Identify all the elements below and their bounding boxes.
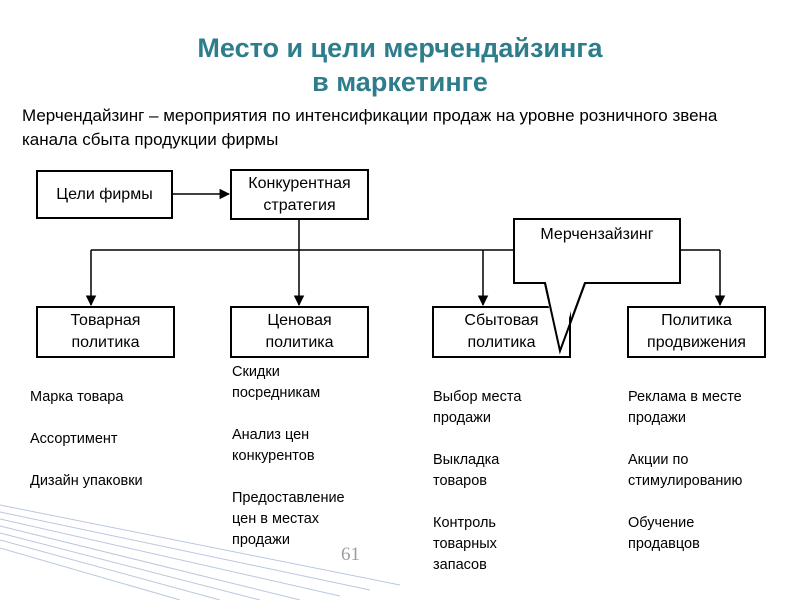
product-policy-label: Товарная политика xyxy=(70,312,141,351)
decorative-lines xyxy=(0,504,401,600)
price-policy-list: Скидки посредникам Анализ цен конкуренто… xyxy=(232,362,382,551)
page-number: 61 xyxy=(341,544,360,565)
sales-policy-label: Сбытовая политика xyxy=(464,312,539,351)
list-item: Обучение продавцов xyxy=(628,515,700,552)
price-policy-box: Ценовая политика xyxy=(230,306,369,358)
promotion-policy-list: Реклама в месте продажи Акции по стимули… xyxy=(628,387,778,555)
title-line-1: Место и цели мерчендайзинга xyxy=(197,33,603,63)
promotion-policy-label: Политика продвижения xyxy=(647,312,746,351)
definition-text: Мерчендайзинг – мероприятия по интенсифи… xyxy=(22,106,718,149)
promotion-policy-box: Политика продвижения xyxy=(627,306,766,358)
list-item: Контроль товарных запасов xyxy=(433,515,497,573)
sales-policy-list: Выбор места продажи Выкладка товаров Кон… xyxy=(433,387,553,576)
goals-box: Цели фирмы xyxy=(36,170,173,219)
list-item: Марка товара xyxy=(30,389,124,405)
list-item: Выкладка товаров xyxy=(433,452,500,489)
title-line-2: в маркетинге xyxy=(312,67,488,97)
list-item: Выбор места продажи xyxy=(433,389,522,426)
list-item: Реклама в месте продажи xyxy=(628,389,742,426)
strategy-box: Конкурентная стратегия xyxy=(230,169,369,220)
goals-label: Цели фирмы xyxy=(56,185,153,203)
list-item: Акции по стимулированию xyxy=(628,452,743,489)
product-policy-box: Товарная политика xyxy=(36,306,175,358)
strategy-label: Конкурентная стратегия xyxy=(248,174,351,214)
list-item: Дизайн упаковки xyxy=(30,473,143,489)
sales-policy-box: Сбытовая политика xyxy=(432,306,571,358)
list-item: Предоставление цен в местах продажи xyxy=(232,490,345,548)
callout-label: Мерчензайзинг xyxy=(540,226,654,243)
list-item: Ассортимент xyxy=(30,431,118,447)
list-item: Анализ цен конкурентов xyxy=(232,427,315,464)
price-policy-label: Ценовая политика xyxy=(265,312,334,351)
slide-title: Место и цели мерчендайзинга в маркетинге xyxy=(0,31,800,99)
product-policy-list: Марка товара Ассортимент Дизайн упаковки xyxy=(30,387,180,492)
list-item: Скидки посредникам xyxy=(232,364,321,401)
